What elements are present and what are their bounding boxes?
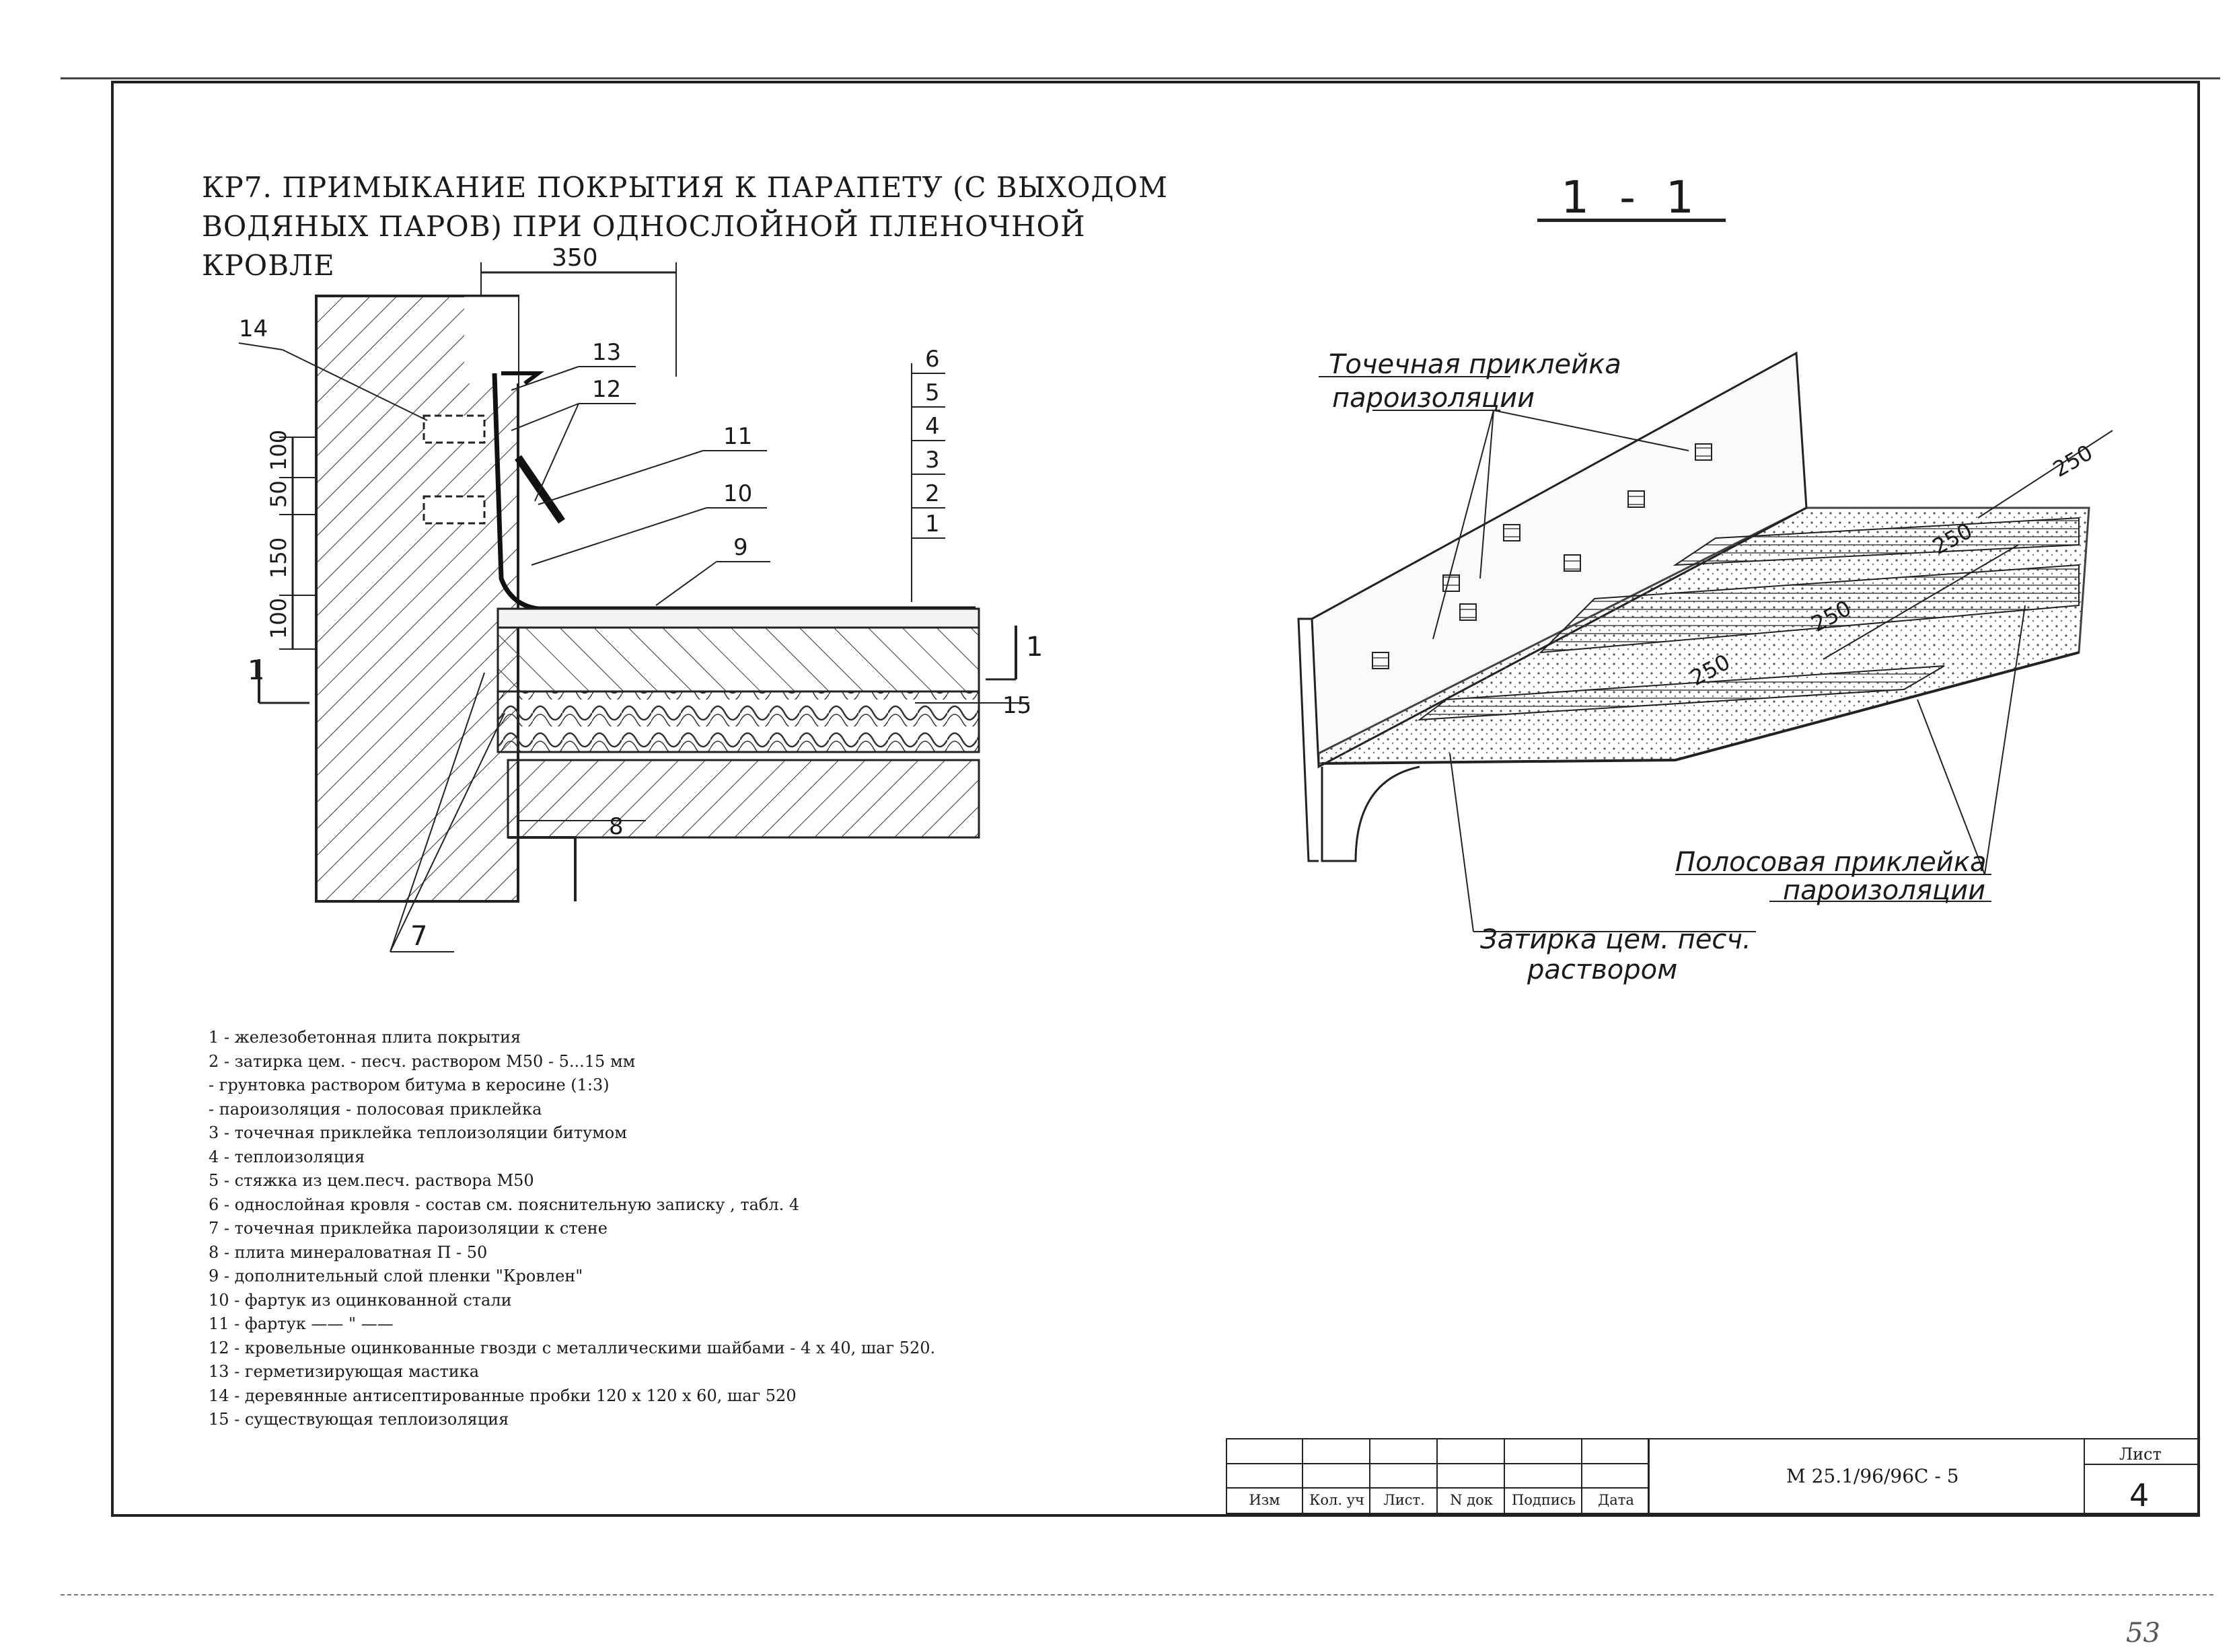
legend-item: 2 - затирка цем. - песч. раствором М50 -…	[209, 1051, 636, 1071]
document-code: М 25.1/96/96С - 5	[1786, 1465, 1959, 1487]
legend-item: 5 - стяжка из цем.песч. раствора М50	[209, 1171, 534, 1190]
layer-num-6: 6	[925, 346, 940, 373]
legend-item: 14 - деревянные антисептированные пробки…	[209, 1386, 797, 1405]
legend-item: 12 - кровельные оцинкованные гвозди с ме…	[209, 1338, 936, 1357]
rc-slab	[507, 759, 980, 839]
callout-15: 15	[1002, 692, 1031, 719]
legend-item: 9 - дополнительный слой пленки "Кровлен"	[209, 1267, 583, 1285]
callout-10: 10	[723, 480, 752, 507]
tb-col-izm: Изм	[1249, 1492, 1280, 1508]
tb-col-list: Лист.	[1383, 1492, 1425, 1508]
callout-8: 8	[609, 813, 624, 840]
sheet-label: Лист	[2119, 1445, 2162, 1464]
dim-100-bottom: 100	[266, 598, 291, 639]
layer-stack-callout: 6 5 4 3 2 1	[911, 346, 945, 602]
dim-50: 50	[266, 480, 291, 508]
drawing-title: КР7. ПРИМЫКАНИЕ ПОКРЫТИЯ К ПАРАПЕТУ (С В…	[202, 171, 1168, 282]
label-strip-glue-2: пароизоляции	[1783, 875, 1985, 906]
legend-item: 3 - точечная приклейка теплоизоляции бит…	[209, 1123, 627, 1142]
section-mark-underline	[1537, 219, 1726, 222]
parapet-wall	[315, 295, 519, 903]
wood-plug-upper	[423, 414, 486, 444]
callout-11: 11	[723, 423, 752, 450]
insulation-layer	[497, 626, 980, 693]
legend-item: 15 - существующая теплоизоляция	[209, 1410, 509, 1429]
legend-item: 11 - фартук —— " ——	[209, 1314, 394, 1333]
legend-item: 6 - однослойная кровля - состав см. пояс…	[209, 1195, 800, 1214]
layer-num-4: 4	[925, 413, 940, 440]
callout-9: 9	[733, 534, 748, 561]
legend-item: 1 - железобетонная плита покрытия	[209, 1028, 521, 1047]
layer-num-5: 5	[925, 379, 940, 406]
legend-item: 7 - точечная приклейка пароизоляции к ст…	[209, 1219, 608, 1238]
tb-col-data: Дата	[1598, 1492, 1634, 1508]
dim-100-top: 100	[266, 430, 291, 471]
dim-150: 150	[266, 537, 291, 578]
page-corner-number: 53	[2126, 1618, 2160, 1649]
roof-layers	[497, 607, 980, 901]
section-1-1-drawing: 250 250 250 250 Точечная приклейка парои…	[1297, 349, 2113, 985]
outer-border-line	[61, 77, 2220, 79]
section-mark: 1 - 1	[1561, 172, 1702, 223]
screed-layer	[497, 607, 980, 629]
drawing-frame	[111, 81, 2200, 1517]
apron-top-bend	[501, 371, 544, 385]
tb-col-podpis: Подпись	[1511, 1492, 1576, 1508]
layer-num-3: 3	[925, 447, 940, 474]
title-block: Изм Кол. уч Лист. N док Подпись Дата	[1226, 1438, 2200, 1514]
legend-item: 13 - герметизирующая мастика	[209, 1362, 480, 1381]
callout-14: 14	[239, 315, 268, 342]
legend: 1 - железобетонная плита покрытия 2 - за…	[209, 1026, 1352, 1432]
wood-plug-lower	[423, 495, 486, 525]
tb-col-kol: Кол. уч	[1309, 1492, 1364, 1508]
callout-12: 12	[592, 376, 621, 403]
layer-num-2: 2	[925, 480, 940, 507]
layer-num-1: 1	[925, 511, 940, 537]
parapet-detail-drawing: 350 100 50 150 100 1 1 6 5 4 3 2 1 14 13…	[238, 244, 1043, 952]
legend-item: 4 - теплоизоляция	[209, 1147, 365, 1166]
legend-item: 8 - плита минераловатная П - 50	[209, 1242, 488, 1262]
trim-line	[61, 1594, 2213, 1595]
mineral-wool-layer	[497, 690, 980, 753]
cut-label-right: 1	[1026, 632, 1043, 663]
sheet-number: 4	[2129, 1477, 2150, 1513]
section-leaders	[1319, 376, 2026, 932]
label-point-glue-1: Точечная приклейка	[1329, 349, 1621, 380]
tb-col-ndok: N док	[1450, 1492, 1493, 1508]
callout-7: 7	[410, 921, 427, 952]
detail-callouts: 14 13 12 11 10 9 8 7 15	[238, 315, 1031, 952]
point-glue-marks	[1372, 443, 1712, 669]
label-point-glue-2: пароизоляции	[1332, 383, 1535, 414]
dim-width-label: 350	[552, 244, 598, 272]
strip-glue-bands	[1417, 517, 2080, 721]
label-strip-glue-1: Полосовая приклейка	[1675, 847, 1986, 878]
callout-13: 13	[592, 339, 621, 366]
legend-item: - пароизоляция - полосовая приклейка	[209, 1099, 542, 1119]
cut-label-left: 1	[248, 655, 264, 686]
label-screed-1: Затирка цем. песч.	[1480, 924, 1751, 955]
label-screed-2: раствором	[1527, 954, 1677, 985]
legend-item: 10 - фартук из оцинкованной стали	[209, 1290, 512, 1310]
legend-item: - грунтовка раствором битума в керосине …	[209, 1076, 610, 1094]
